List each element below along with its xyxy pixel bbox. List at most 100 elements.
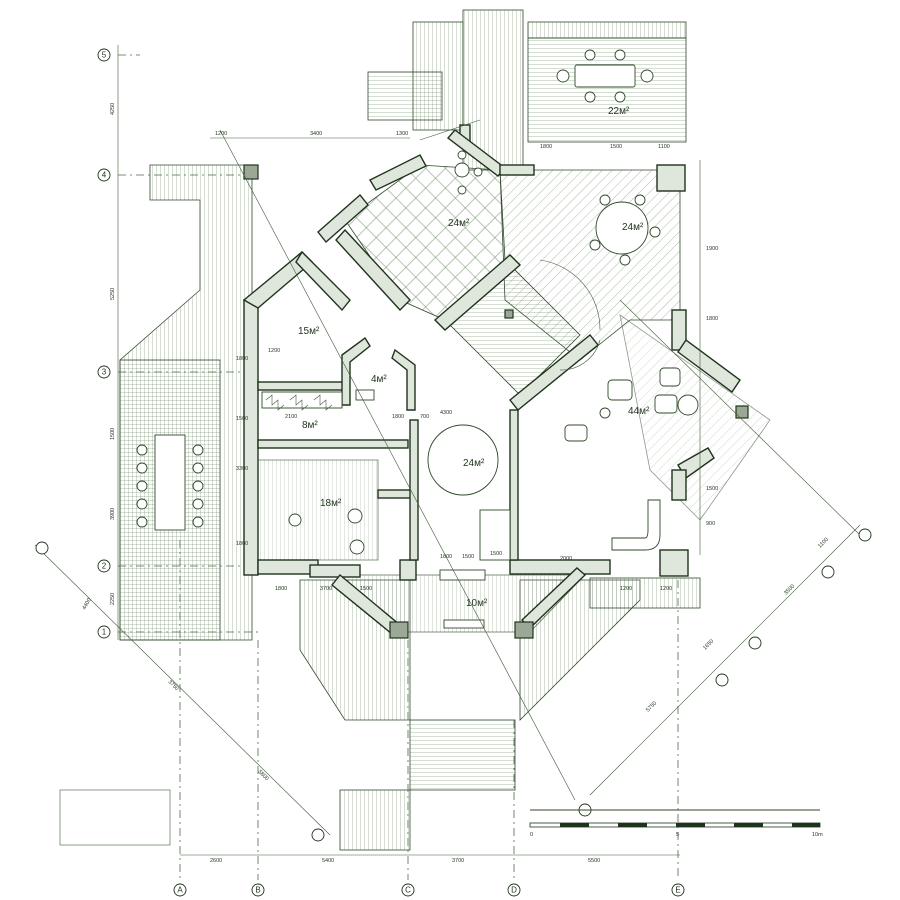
axis-marker-row-3: 3 xyxy=(97,365,111,379)
porch-column-left xyxy=(389,621,409,639)
dim-top: 1300 xyxy=(396,131,408,137)
terrace-chair xyxy=(584,91,596,103)
svg-text:D: D xyxy=(511,886,517,895)
room-area-study: 18м² xyxy=(320,498,342,509)
bottom-side-stairs xyxy=(339,789,411,851)
wall-left xyxy=(243,299,259,576)
svg-text:1: 1 xyxy=(102,628,107,637)
axis-marker-col-c: C xyxy=(401,883,415,897)
room-area-kitchen: 24м² xyxy=(463,458,485,469)
interior-dimension: 1800 xyxy=(392,414,404,420)
wall-upper-diag-1 xyxy=(317,193,369,244)
wall-porch-right xyxy=(520,567,587,629)
dim-left: 3900 xyxy=(110,508,116,520)
dim-diag-right: 5750 xyxy=(645,701,658,714)
deck-chairs xyxy=(136,444,204,528)
living-sofa xyxy=(611,499,661,551)
svg-text:C: C xyxy=(405,886,411,895)
top-terrace-edge xyxy=(527,21,687,39)
scale-start: 0 xyxy=(530,832,533,838)
interior-dimension: 1500 xyxy=(360,586,372,592)
dim-left: 4400 xyxy=(82,597,93,611)
wall-bottom-corner xyxy=(309,564,361,578)
room-area-living: 44м² xyxy=(628,406,650,417)
wall-ne-corner xyxy=(656,164,686,192)
partition-study xyxy=(377,489,413,499)
diagonal-axis-circles xyxy=(35,528,872,842)
interior-dimension: 1800 xyxy=(275,586,287,592)
axis-marker-col-a: A xyxy=(173,883,187,897)
wall-living-diag xyxy=(509,334,599,411)
interior-dimension: 2000 xyxy=(560,556,572,562)
study-chair xyxy=(347,508,363,524)
veranda-chair xyxy=(599,194,611,206)
axis-marker-col-d: D xyxy=(507,883,521,897)
svg-text:3: 3 xyxy=(102,368,107,377)
interior-dimension: 1800 xyxy=(236,356,248,362)
dim-left: 4250 xyxy=(110,103,116,115)
bath-fixture xyxy=(355,389,375,401)
dim-bottom: 2600 xyxy=(210,858,222,864)
wall-bottom-left xyxy=(257,559,319,575)
interior-dimension: 4300 xyxy=(440,410,452,416)
armchair xyxy=(659,367,681,387)
kitchen-counter xyxy=(479,509,511,561)
svg-text:B: B xyxy=(255,886,260,895)
veranda-chair xyxy=(649,226,661,238)
dim-diag-left: 3750 xyxy=(167,679,180,692)
door-swing xyxy=(559,339,601,371)
wall-top-diag xyxy=(446,129,507,177)
interior-dimension: 1800 xyxy=(706,316,718,322)
small-chair xyxy=(457,150,467,160)
wall-dining-bottom xyxy=(433,254,522,331)
svg-text:E: E xyxy=(675,886,680,895)
deck-long-table xyxy=(154,434,186,531)
dim-diag-left: 5800 xyxy=(257,769,270,782)
interior-dimension: 1500 xyxy=(236,416,248,422)
kitchen-round-table xyxy=(427,424,499,496)
dim-bottom: 3700 xyxy=(452,858,464,864)
wall-bottom-right xyxy=(509,559,611,575)
dim-left: 1500 xyxy=(110,428,116,440)
dim-top: 1200 xyxy=(215,131,227,137)
room-area-porch: 10м² xyxy=(466,598,488,609)
axis-marker-row-5: 5 xyxy=(97,48,111,62)
partition-bedroom xyxy=(257,381,349,391)
svg-text:2: 2 xyxy=(102,562,107,571)
dim-bottom: 5400 xyxy=(322,858,334,864)
right-bottom-deck xyxy=(589,577,701,609)
armchair xyxy=(654,394,678,414)
outbuilding-outline xyxy=(59,789,171,846)
dim-top: 3400 xyxy=(310,131,322,137)
dim-bottom: 5500 xyxy=(588,858,600,864)
interior-dimension: 1900 xyxy=(706,246,718,252)
interior-dimension: 1200 xyxy=(620,586,632,592)
veranda-chair xyxy=(634,194,646,206)
dim-left: 5250 xyxy=(110,288,116,300)
wall-right-lower xyxy=(671,469,687,501)
bath-wall-right xyxy=(391,348,416,411)
walls xyxy=(242,124,749,639)
partition-kitchen xyxy=(409,419,419,561)
room-area-veranda: 24м² xyxy=(622,222,644,233)
wall-top-stub xyxy=(499,164,535,176)
room-labels: 22м² 24м² 24м² 15м² 4м² 8м² 24м² 44м² 18… xyxy=(298,106,650,609)
axis-marker-row-2: 2 xyxy=(97,559,111,573)
partition-living xyxy=(509,409,519,561)
veranda-round-table xyxy=(595,201,649,255)
post-nw xyxy=(243,164,259,180)
interior-dimension: 900 xyxy=(706,521,715,527)
dim-diag-right: 1650 xyxy=(702,639,715,652)
interior-dimension: 1800 xyxy=(440,554,452,560)
interior-dimension: 1500 xyxy=(490,551,502,557)
terrace-chair xyxy=(584,49,596,61)
interior-dimension: 1500 xyxy=(462,554,474,560)
study-chair xyxy=(349,539,365,555)
study-chair xyxy=(288,513,302,527)
dim-diag-right: 1100 xyxy=(817,537,830,550)
interior-dimension: 700 xyxy=(420,414,429,420)
terrace-chair xyxy=(614,49,626,61)
room-area-corridor: 8м² xyxy=(302,420,318,431)
